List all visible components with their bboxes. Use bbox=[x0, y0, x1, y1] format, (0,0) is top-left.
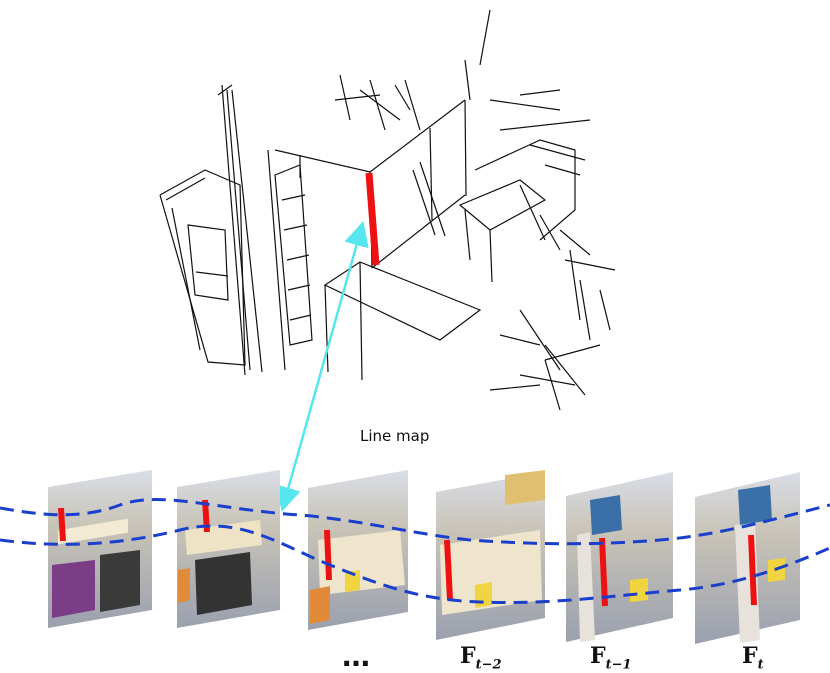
frame-t bbox=[695, 472, 800, 644]
ellipsis-label: … bbox=[342, 640, 371, 673]
frame-t-1 bbox=[566, 472, 673, 642]
frame-t-label-sub: t bbox=[757, 657, 764, 673]
frame-t-label-base: F bbox=[742, 643, 758, 669]
frame-t-1-label-sub: t−1 bbox=[605, 657, 632, 673]
track-line-lower bbox=[0, 524, 830, 605]
frame-t-label: Ft bbox=[742, 643, 764, 672]
frame-0 bbox=[48, 470, 152, 628]
frame-t-2-label-base: F bbox=[460, 643, 476, 669]
line-map-label: Line map bbox=[360, 427, 430, 445]
frame-t-1-label-base: F bbox=[590, 643, 606, 669]
frame-t-2-label-sub: t−2 bbox=[475, 657, 502, 673]
frame-t-1-label: Ft−1 bbox=[590, 643, 632, 672]
frame-1 bbox=[177, 470, 280, 628]
highlighted-map-line bbox=[365, 172, 380, 266]
frame-2 bbox=[308, 470, 408, 630]
3d-line-map bbox=[159, 9, 616, 411]
frame-t-2-label: Ft−2 bbox=[460, 643, 502, 672]
track-line-upper bbox=[0, 498, 830, 546]
frame-t-2 bbox=[436, 470, 545, 640]
correspondence-arrow bbox=[276, 220, 369, 513]
